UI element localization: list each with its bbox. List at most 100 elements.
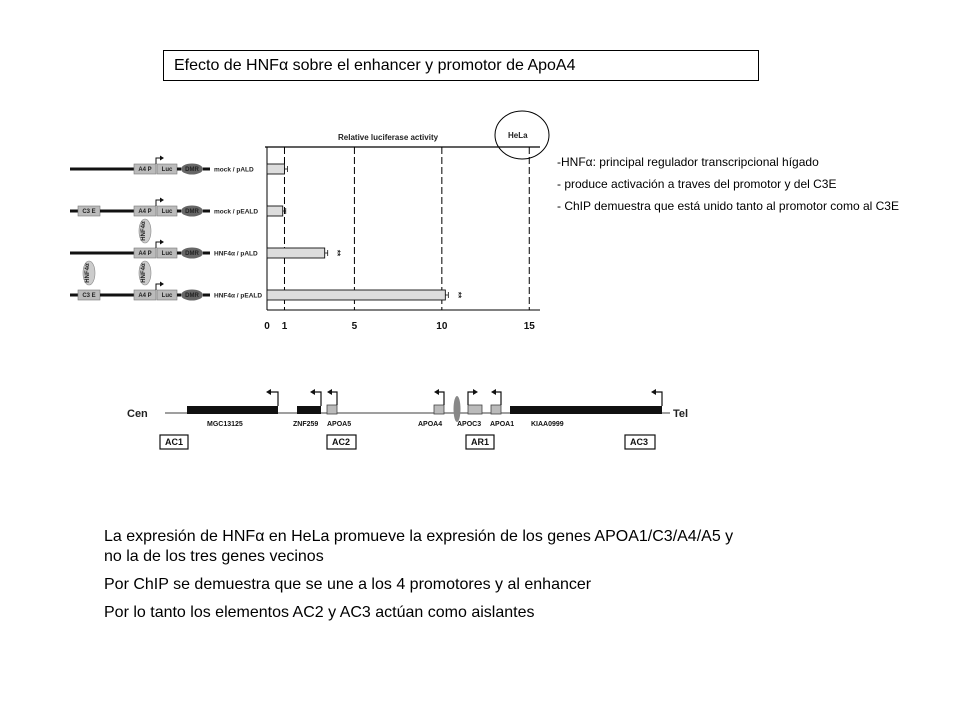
hnf4a-factor-oval [138, 218, 152, 244]
element-box-ac2 [326, 434, 357, 450]
telomere-label: Tel [673, 408, 688, 420]
dmr-label: DMR [185, 209, 199, 215]
hela-circle [494, 110, 550, 160]
locus-map: Cen Tel MGC13125 ZNF259 APOA5 APOA4 APOC… [127, 389, 688, 450]
summary1-prefix: La expresión de HNF [104, 528, 256, 545]
tss-arrow [494, 391, 502, 405]
dmr-oval [181, 163, 203, 175]
dmr-oval [181, 289, 203, 301]
tss-arrowhead [651, 389, 656, 395]
promoter-box [133, 247, 157, 259]
tss-arrow [313, 391, 322, 406]
luc-label: Luc [162, 209, 173, 215]
tss-arrow [467, 391, 475, 405]
luc-label: Luc [162, 167, 173, 173]
hnf4a-factor-oval [82, 260, 96, 286]
enhancer-label: C3 E [82, 209, 95, 215]
element-label-ac1: AC1 [165, 437, 183, 447]
tss-arrow [269, 391, 279, 406]
tss-arrowhead [434, 389, 439, 395]
gene-apoa4-box [433, 404, 445, 415]
tss-arrowhead [310, 389, 315, 395]
axis-title: Relative luciferase activity [338, 133, 439, 142]
tick-label: 1 [282, 321, 288, 332]
hnf4a-factor-oval [138, 260, 152, 286]
promoter-box [133, 289, 157, 301]
dmr-oval [181, 205, 203, 217]
promoter-label: A4 P [138, 209, 151, 215]
tss-arrow [330, 391, 338, 405]
slide-title-box: Efecto de HNFα sobre el enhancer y promo… [163, 50, 759, 81]
dmr-label: DMR [185, 251, 199, 257]
gene-label-kiaa0999: KIAA0999 [531, 421, 564, 428]
tss-arrowhead [266, 389, 271, 395]
construct-label: mock / pALD [214, 167, 254, 174]
tss-arrowhead [473, 389, 478, 395]
centromere-label: Cen [127, 408, 148, 420]
gene-label-mgc13125: MGC13125 [207, 421, 243, 428]
tick-label: 15 [524, 321, 536, 332]
hnf4a-factor-label: HNF4α [141, 221, 147, 241]
summary-block: La expresión de HNFα en HeLa promueve la… [104, 527, 744, 631]
gene-mgc13125-box [187, 406, 278, 414]
note-line-2: - produce activación a traves del promot… [557, 177, 837, 191]
element-label-ac3: AC3 [630, 437, 648, 447]
title-suffix: sobre el enhancer y promotor de ApoA4 [288, 57, 576, 74]
dmr-label: DMR [185, 293, 199, 299]
note1-alpha: α [585, 155, 593, 169]
bar [266, 289, 446, 301]
note-line-1: -HNFα: principal regulador transcripcion… [557, 155, 947, 170]
element-label-ac2: AC2 [332, 437, 350, 447]
enhancer-oval [453, 396, 461, 422]
tss-arrowhead [491, 389, 496, 395]
bar [266, 205, 284, 217]
element-box-ac1 [159, 434, 189, 450]
gene-kiaa0999-box [510, 406, 662, 414]
summary1-suffix: en HeLa promueve la expresión de los gen… [104, 528, 734, 565]
promoter-label: A4 P [138, 251, 151, 257]
dmr-oval [181, 247, 203, 259]
element-label-ar1: AR1 [471, 437, 489, 447]
slide-title: Efecto de HNFα sobre el enhancer y promo… [174, 57, 575, 75]
bar [266, 247, 326, 259]
gene-label-apoa5: APOA5 [327, 421, 351, 428]
summary-line-3: Por lo tanto los elementos AC2 y AC3 act… [104, 604, 535, 621]
gridlines [283, 147, 530, 310]
note1-prefix: -HNF [557, 155, 586, 169]
gene-label-apoa1: APOA1 [490, 421, 514, 428]
summary-line-1: La expresión de HNFα en HeLa promueve la… [104, 527, 744, 567]
tss-arrowhead [160, 281, 164, 287]
tss-arrowhead [160, 239, 164, 245]
tick-label: 5 [352, 321, 358, 332]
title-prefix: Efecto de HNF [174, 57, 279, 74]
promoter-box [133, 163, 157, 175]
note-line-3: - ChIP demuestra que está unido tanto al… [557, 199, 899, 213]
tss-arrowhead [160, 197, 164, 203]
promoter-label: A4 P [138, 293, 151, 299]
tss-arrow [437, 391, 445, 405]
construct-row: C3 E A4 P Luc DMR mock / pEALD [70, 197, 287, 217]
gene-znf259-box [297, 406, 321, 414]
luc-label: Luc [162, 251, 173, 257]
tss-arrowhead [327, 389, 332, 395]
bar [266, 163, 285, 175]
notes-block: -HNFα: principal regulador transcripcion… [557, 155, 947, 221]
summary-line-2: Por ChIP se demuestra que se une a los 4… [104, 576, 592, 593]
gene-label-apoc3: APOC3 [457, 421, 481, 428]
gene-apoa1-box [490, 404, 502, 415]
luc-label: Luc [162, 293, 173, 299]
significance-marker: ** [333, 250, 342, 257]
cell-line-label: HeLa [508, 131, 528, 140]
promoter-box [133, 205, 157, 217]
construct-label: mock / pEALD [214, 209, 258, 216]
hnf4a-factor-label: HNF4α [85, 263, 91, 283]
significance-marker: ** [453, 292, 462, 299]
tss-arrowhead [160, 155, 164, 161]
hnf4a-factor-label: HNF4α [141, 263, 147, 283]
